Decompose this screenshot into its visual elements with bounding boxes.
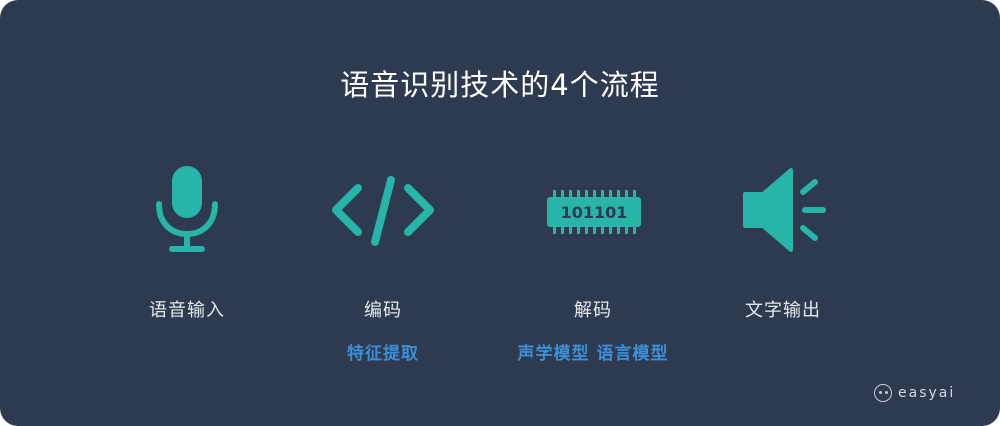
microphone-icon: [156, 166, 218, 252]
step-label: 文字输出: [745, 300, 821, 321]
step-label: 编码: [364, 300, 402, 321]
step-text-output: 文字输出: [663, 160, 903, 321]
step-sub-label: 特征提取: [347, 344, 419, 364]
logo-text: easyai: [898, 385, 956, 401]
chip-binary-text: 101101: [561, 203, 628, 222]
logo-face-icon: [874, 384, 892, 402]
speaker-icon: [743, 168, 826, 252]
step-voice-input: 语音输入: [67, 160, 307, 321]
step-label: 语音输入: [149, 300, 225, 321]
easyai-logo: easyai: [874, 382, 955, 404]
code-brackets-icon: [332, 176, 434, 246]
binary-chip-icon: 101101: [547, 190, 641, 234]
step-label: 解码: [574, 300, 612, 321]
diagram-title: 语音识别技术的4个流程: [340, 68, 660, 102]
step-decoding: 101101 解码 声学模型 语言模型: [473, 160, 713, 364]
step-sub-label: 声学模型 语言模型: [517, 344, 669, 364]
step-encoding: 编码 特征提取: [263, 160, 503, 364]
